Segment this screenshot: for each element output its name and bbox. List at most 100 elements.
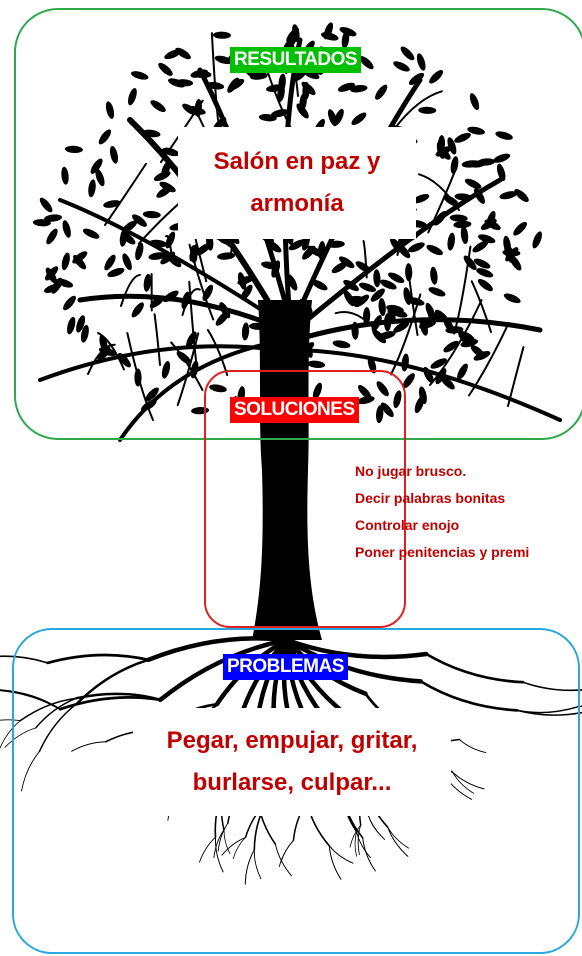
tree-twig — [394, 90, 443, 129]
tree-leaf — [358, 282, 377, 292]
tree-leaf — [486, 210, 496, 229]
tree-root — [516, 706, 579, 714]
tree-leaf — [240, 284, 253, 301]
tree-twig — [427, 165, 458, 234]
tree-leaf — [103, 200, 121, 208]
tree-leaf — [412, 194, 430, 204]
tree-leaf — [307, 245, 323, 257]
tree-twig — [417, 173, 460, 211]
tree-root — [458, 739, 487, 754]
tree-leaf — [379, 279, 397, 290]
tree-root — [158, 637, 290, 703]
tree-root — [367, 814, 382, 837]
tree-leaf — [469, 93, 480, 111]
problems-text-box: Pegar, empujar, gritar, burlarse, culpar… — [133, 708, 451, 816]
tree-root — [328, 845, 354, 864]
tree-leaf — [61, 166, 69, 185]
tree-leaf — [166, 254, 182, 268]
tree-root — [424, 652, 525, 684]
tree-root — [387, 826, 410, 849]
tree-leaf — [286, 27, 300, 43]
problems-text-line2: burlarse, culpar... — [192, 769, 392, 796]
tree-root — [221, 836, 246, 856]
tree-root — [146, 636, 290, 663]
tree-root — [232, 837, 246, 860]
tree-twig — [87, 343, 116, 375]
problems-frame — [12, 628, 580, 954]
tree-leaf — [460, 226, 469, 245]
tree-twig — [362, 239, 368, 279]
tree-leaf — [150, 100, 166, 113]
tree-leaf — [90, 158, 103, 174]
tree-root — [452, 771, 474, 794]
tree-leaf — [145, 387, 159, 402]
tree-leaf — [473, 350, 491, 361]
tree-root — [0, 720, 21, 750]
tree-root — [0, 719, 21, 722]
tree-leaf — [408, 242, 425, 253]
tree-leaf — [477, 278, 493, 292]
tree-leaf — [472, 240, 489, 253]
tree-leaf — [143, 273, 152, 292]
tree-leaf — [105, 101, 115, 119]
tree-leaf — [168, 78, 186, 88]
tree-root — [4, 727, 37, 748]
tree-leaf — [460, 338, 479, 348]
tree-root — [46, 653, 150, 665]
tree-leaf — [46, 228, 58, 245]
tree-leaf — [130, 71, 149, 80]
tree-leaf — [249, 72, 268, 80]
tree-root — [199, 836, 216, 863]
tree-twig — [406, 266, 419, 336]
tree-root — [284, 637, 423, 684]
tree-twig — [153, 313, 161, 366]
tree-leaf — [449, 214, 468, 222]
tree-root — [356, 831, 371, 859]
tree-leaf — [67, 316, 76, 335]
tree-leaf — [159, 181, 176, 193]
tree-root — [21, 750, 40, 792]
tree-twig — [188, 243, 215, 321]
tree-leaf — [496, 163, 506, 182]
tree-branch — [118, 338, 287, 442]
tree-root — [217, 822, 229, 852]
tree-leaf — [478, 234, 496, 244]
tree-leaf — [258, 114, 277, 122]
tree-root — [223, 829, 231, 855]
tree-leaf — [443, 340, 459, 353]
tree-twig — [104, 162, 147, 226]
tree-leaf — [418, 106, 437, 114]
tree-leaf — [354, 294, 370, 308]
tree-leaf — [339, 27, 357, 37]
tree-leaf — [311, 279, 328, 291]
tree-leaf — [351, 112, 367, 126]
tree-leaf — [283, 36, 298, 51]
tree-root — [357, 824, 362, 855]
tree-leaf — [135, 242, 144, 261]
tree-leaf — [505, 247, 519, 262]
tree-leaf — [454, 132, 471, 143]
tree-leaf — [430, 266, 438, 285]
tree-leaf — [153, 171, 171, 182]
tree-root — [214, 836, 224, 873]
tree-leaf — [386, 304, 404, 313]
tree-leaf — [513, 221, 527, 236]
tree-branch — [298, 348, 562, 422]
tree-twig — [126, 332, 154, 421]
tree-root — [280, 840, 294, 863]
tree-leaf — [296, 103, 309, 119]
tree-leaf — [463, 255, 477, 271]
tree-leaf — [288, 239, 305, 251]
tree-leaf — [473, 258, 491, 269]
results-frame — [14, 8, 582, 440]
tree-leaf — [376, 405, 384, 424]
tree-twig — [334, 311, 382, 338]
problems-label: PROBLEMAS — [223, 654, 348, 680]
solutions-frame — [204, 370, 406, 628]
tree-leaf — [370, 288, 385, 302]
tree-leaf — [358, 385, 372, 400]
tree-leaf — [476, 268, 494, 278]
tree-leaf — [62, 220, 71, 238]
tree-leaf — [39, 197, 53, 213]
